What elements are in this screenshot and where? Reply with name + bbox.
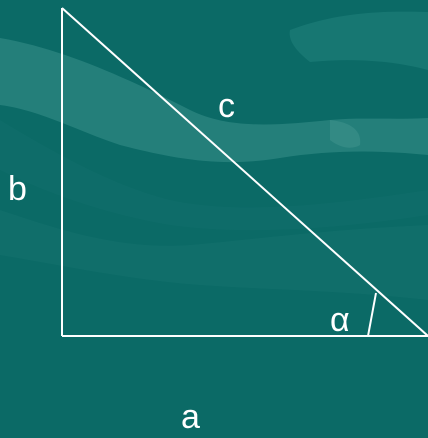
angle-label: α xyxy=(330,301,350,339)
background-decoration xyxy=(0,11,428,300)
angle-arc-mark xyxy=(367,292,377,337)
horizontal-leg-label: a xyxy=(181,398,200,436)
background-swoosh-3 xyxy=(289,11,428,70)
background-swoosh-2 xyxy=(0,210,428,300)
vertical-leg-label: b xyxy=(8,170,27,208)
background-swoosh-4 xyxy=(0,120,428,231)
background-swoosh-5 xyxy=(330,120,361,148)
hypotenuse-line xyxy=(61,7,428,337)
background-swoosh-1 xyxy=(0,38,428,163)
hypotenuse-label: c xyxy=(218,87,235,125)
